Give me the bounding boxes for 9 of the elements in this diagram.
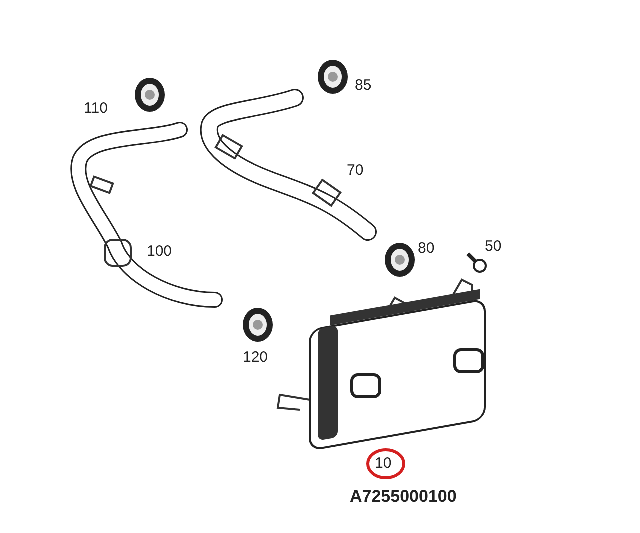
callout-number: 70 bbox=[347, 162, 364, 180]
callout-number: 10 bbox=[375, 455, 392, 473]
callout-number: 100 bbox=[147, 243, 172, 261]
callout-number: 80 bbox=[418, 240, 435, 258]
callout-number: 110 bbox=[84, 100, 108, 118]
callout-number: 85 bbox=[355, 77, 372, 95]
part-number: A7255000100 bbox=[350, 488, 457, 506]
callout-number: 120 bbox=[243, 349, 268, 367]
callout-number: 50 bbox=[485, 238, 502, 256]
